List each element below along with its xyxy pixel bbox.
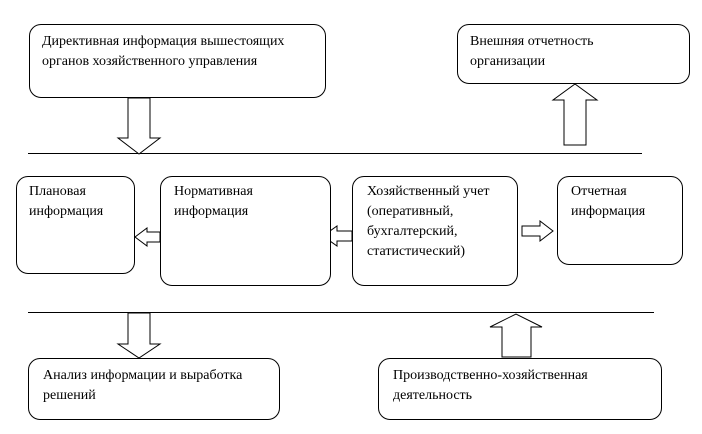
directive-info-label: Директивная информация вышестоящих орган… bbox=[42, 34, 285, 69]
normative-info-box: Нормативная информация bbox=[160, 176, 331, 286]
external-reporting-box: Внешняя отчетность организации bbox=[457, 24, 690, 84]
analysis-box: Анализ информации и выработка решений bbox=[28, 358, 280, 420]
lower-separator-line bbox=[28, 312, 654, 313]
planned-info-box: Плановая информация bbox=[16, 176, 135, 274]
economic-accounting-box: Хозяйственный учет (оперативный, бухгалт… bbox=[352, 176, 518, 286]
directive-info-box: Директивная информация вышестоящих орган… bbox=[29, 24, 326, 98]
arrow-down-directive bbox=[116, 97, 162, 155]
reporting-info-label: Отчетная информация bbox=[571, 184, 646, 219]
arrow-up-external bbox=[551, 83, 599, 146]
arrow-up-production bbox=[489, 313, 543, 358]
external-reporting-label: Внешняя отчетность организации bbox=[470, 34, 594, 69]
normative-info-label: Нормативная информация bbox=[174, 184, 253, 219]
arrow-left-to-planned bbox=[134, 227, 161, 247]
planned-info-label: Плановая информация bbox=[29, 184, 104, 219]
upper-separator-line bbox=[28, 153, 642, 154]
arrow-right-to-reporting bbox=[521, 219, 554, 243]
arrow-down-analysis bbox=[116, 312, 162, 359]
production-activity-label: Производственно-хозяйственная деятельнос… bbox=[393, 368, 588, 403]
production-activity-box: Производственно-хозяйственная деятельнос… bbox=[378, 358, 662, 420]
analysis-label: Анализ информации и выработка решений bbox=[43, 368, 243, 403]
economic-accounting-label: Хозяйственный учет (оперативный, бухгалт… bbox=[367, 184, 490, 259]
reporting-info-box: Отчетная информация bbox=[557, 176, 683, 265]
